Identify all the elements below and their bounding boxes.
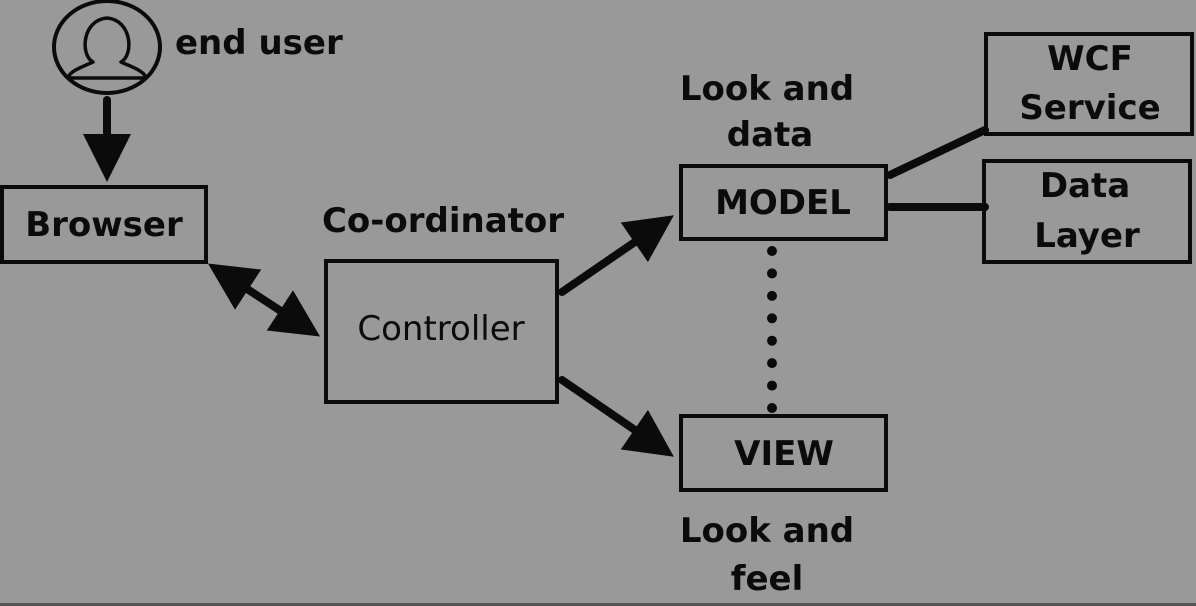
end-user-node: end user: [52, 0, 343, 95]
dotted-connector-dot: [767, 268, 777, 279]
dotted-connector-dot: [767, 380, 777, 391]
edge-model-to-wcf: [886, 126, 989, 179]
data-layer-box: [982, 159, 1192, 264]
controller-node: Co-ordinator Controller: [322, 201, 564, 404]
model-caption-line1: Look and: [680, 69, 854, 109]
view-node: VIEW Look and feel: [679, 414, 888, 599]
wcf-label-line1: WCF: [1047, 39, 1133, 79]
browser-label: Browser: [25, 205, 183, 245]
browser-node: Browser: [0, 185, 208, 264]
controller-box: [324, 259, 559, 404]
data-layer-label-line2: Layer: [1034, 216, 1140, 256]
data-layer-node: Data Layer: [982, 159, 1192, 264]
dotted-connector-dot: [767, 313, 777, 324]
dotted-connector-dot: [767, 403, 777, 413]
model-caption-line2: data: [727, 115, 813, 155]
edge-controller-to-view: [558, 376, 674, 457]
wcf-service-node: WCF Service: [984, 32, 1194, 136]
browser-box: [0, 185, 208, 264]
model-node: Look and data MODEL: [679, 69, 888, 241]
view-label: VIEW: [734, 434, 834, 474]
view-caption-line2: feel: [731, 559, 804, 599]
user-avatar-icon: [52, 0, 162, 95]
dotted-connector-dot: [767, 290, 777, 301]
controller-caption: Co-ordinator: [322, 201, 564, 241]
wcf-label-line2: Service: [1019, 88, 1160, 128]
wcf-service-box: [984, 32, 1194, 136]
model-box: [679, 164, 888, 241]
bottom-edge: [0, 603, 1196, 606]
dotted-connector-dot: [767, 246, 777, 256]
view-box: [679, 414, 888, 492]
end-user-label: end user: [175, 23, 343, 63]
edge-model-view-dotted: [767, 246, 777, 413]
edge-browser-controller: [207, 263, 321, 337]
edge-controller-to-model: [558, 215, 674, 296]
dotted-connector-dot: [767, 358, 777, 369]
data-layer-label-line1: Data: [1040, 166, 1130, 206]
controller-label: Controller: [357, 309, 524, 349]
model-label: MODEL: [715, 183, 851, 223]
view-caption-line1: Look and: [680, 511, 854, 551]
dotted-connector-dot: [767, 335, 777, 346]
